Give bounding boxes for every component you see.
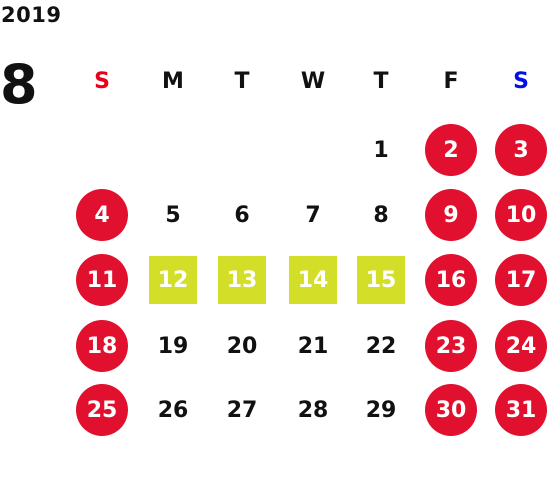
weekday-header-wed: W [300, 68, 326, 94]
calendar-day-27[interactable]: 27 [226, 397, 258, 423]
calendar-day-11[interactable]: 11 [76, 254, 128, 306]
calendar-day-9[interactable]: 9 [425, 189, 477, 241]
calendar-day-20[interactable]: 20 [226, 333, 258, 359]
calendar-day-14[interactable]: 14 [289, 256, 337, 304]
calendar-day-17[interactable]: 17 [495, 254, 547, 306]
calendar-day-25[interactable]: 25 [76, 384, 128, 436]
calendar-day-16[interactable]: 16 [425, 254, 477, 306]
year-label: 2019 [1, 3, 62, 27]
calendar-day-1[interactable]: 1 [373, 137, 389, 163]
calendar-day-28[interactable]: 28 [297, 397, 329, 423]
calendar-day-12[interactable]: 12 [149, 256, 197, 304]
calendar-day-21[interactable]: 21 [297, 333, 329, 359]
weekday-header-thu: T [373, 68, 389, 94]
calendar-day-6[interactable]: 6 [234, 202, 250, 228]
calendar-day-30[interactable]: 30 [425, 384, 477, 436]
calendar-day-2[interactable]: 2 [425, 124, 477, 176]
weekday-header-mon: M [162, 68, 184, 94]
weekday-header-sat: S [513, 68, 529, 94]
weekday-header-sun: S [94, 68, 110, 94]
calendar-day-19[interactable]: 19 [157, 333, 189, 359]
calendar-day-7[interactable]: 7 [305, 202, 321, 228]
calendar-day-26[interactable]: 26 [157, 397, 189, 423]
calendar-day-22[interactable]: 22 [365, 333, 397, 359]
calendar-day-13[interactable]: 13 [218, 256, 266, 304]
calendar-day-23[interactable]: 23 [425, 320, 477, 372]
calendar-day-15[interactable]: 15 [357, 256, 405, 304]
calendar-day-31[interactable]: 31 [495, 384, 547, 436]
calendar-day-24[interactable]: 24 [495, 320, 547, 372]
calendar-day-4[interactable]: 4 [76, 189, 128, 241]
calendar-day-3[interactable]: 3 [495, 124, 547, 176]
calendar-day-18[interactable]: 18 [76, 320, 128, 372]
weekday-header-fri: F [443, 68, 459, 94]
calendar-day-29[interactable]: 29 [365, 397, 397, 423]
month-number: 8 [0, 53, 38, 116]
weekday-header-tue: T [234, 68, 250, 94]
calendar-day-10[interactable]: 10 [495, 189, 547, 241]
calendar-day-8[interactable]: 8 [373, 202, 389, 228]
calendar-day-5[interactable]: 5 [165, 202, 181, 228]
